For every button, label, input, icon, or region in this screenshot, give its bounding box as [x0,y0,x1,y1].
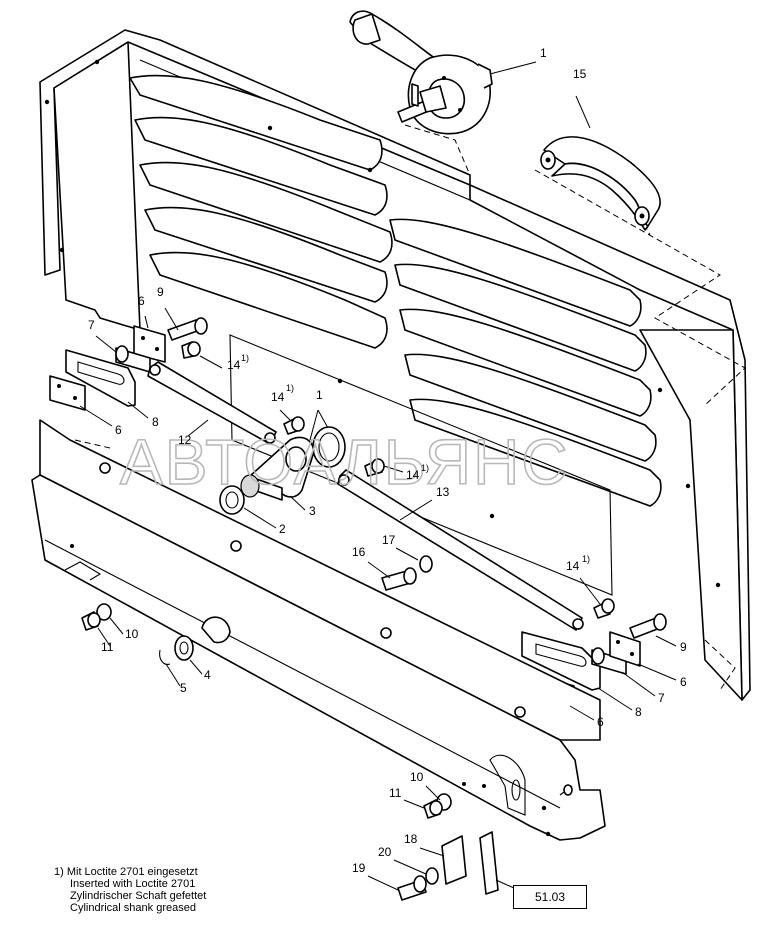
part-callout: 1 [540,46,547,60]
part-callout: 14 [271,390,285,404]
part-callout: 11 [101,640,114,654]
part-callout: 15 [573,67,587,81]
footnote-marker: 1) [286,383,294,393]
footnote-line: Cylindrical shank greased [70,902,196,914]
part-callout: 1 [316,388,323,402]
part-callout: 8 [635,705,642,719]
part-callout: 10 [125,627,139,641]
part-callout: 2 [279,522,286,536]
footnote-marker: 1) [421,463,429,473]
part-callout: 11 [389,786,402,800]
footnote-line: 1) Mit Loctite 2701 eingesetzt [54,866,198,878]
u-handle [540,136,661,231]
part-callout: 8 [152,415,159,429]
bottom-fasteners [397,793,499,901]
footnote-markers: 1) 1) 1) 1) [241,353,590,564]
part-callout: 6 [680,675,687,689]
part-callout: 6 [597,715,604,729]
footnote-line: Inserted with Loctite 2701 [70,878,196,890]
hinge-assembly-left [49,317,305,445]
footnote-marker: 1) [582,554,590,564]
center-lever-assembly [219,426,346,515]
part-callout: 14 [406,468,420,482]
part-callout: 4 [204,668,211,682]
leader-lines [79,61,677,891]
part-callout: 5 [180,681,187,695]
grille-frame [39,29,751,701]
part-callout: 19 [352,861,366,875]
hinge-assembly-right [337,458,667,711]
part-callout: 6 [138,294,145,308]
part-callout: 14 [227,358,241,372]
footnote-marker: 1) [241,353,249,363]
part-callout: 12 [178,433,192,447]
footnote-line: Zylindrischer Schaft gefettet [70,890,207,902]
part-callout: 17 [382,533,396,547]
part-callout: 18 [404,832,418,846]
part-callout: 6 [115,423,122,437]
part-callout: 3 [309,504,316,518]
part-callout: 14 [566,559,580,573]
lower-beam [31,419,606,841]
footnote: 1) Mit Loctite 2701 eingesetzt Inserted … [54,866,206,914]
part-callout: 7 [88,318,95,332]
lower-left-fasteners [81,603,231,665]
part-callout: 10 [410,770,424,784]
part-callout: 20 [378,845,392,859]
watermark: АВТОАЛЬЯНС [120,426,570,498]
part-callout: 9 [157,285,164,299]
door-handle [349,10,493,135]
part-callout: 16 [352,545,366,559]
reference-page-box[interactable]: 51.03 [513,885,587,909]
part-callout: 9 [680,640,687,654]
part-callout: 13 [436,485,450,499]
part-callout: 7 [658,691,665,705]
